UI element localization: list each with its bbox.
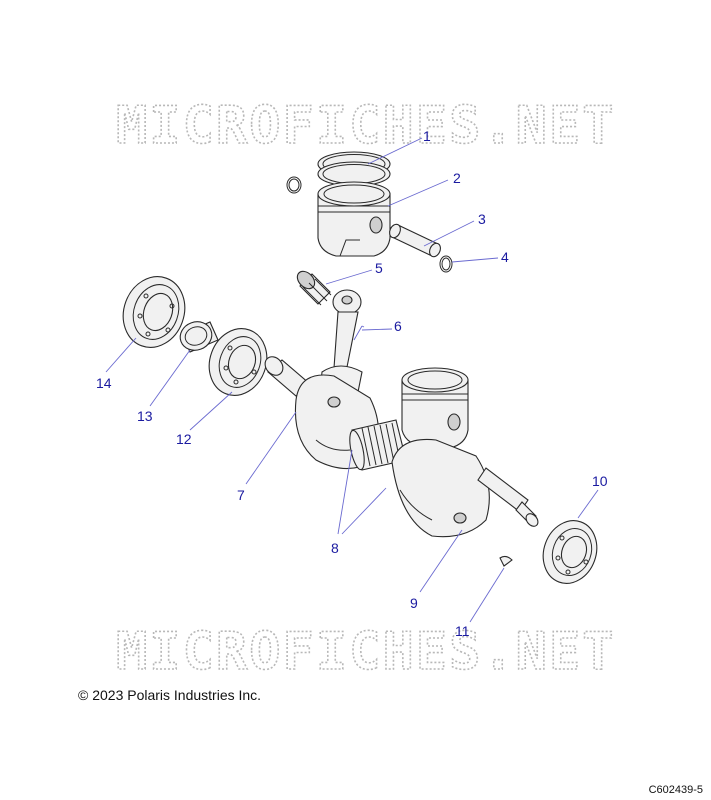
- callout-9: 9: [410, 595, 418, 611]
- callout-2: 2: [453, 170, 461, 186]
- wrist-pin: [389, 223, 441, 258]
- watermark-bottom: MICROFICHES.NET: [116, 622, 616, 682]
- callout-10: 10: [592, 473, 608, 489]
- callout-11: 11: [455, 623, 470, 639]
- woodruff-key: [499, 555, 513, 567]
- callout-5: 5: [375, 260, 383, 276]
- leader-lines: [105, 137, 599, 623]
- watermark-top: MICROFICHES.NET: [116, 96, 616, 156]
- callout-6: 6: [394, 318, 402, 334]
- callout-12: 12: [176, 431, 192, 447]
- crank-web-right: [391, 438, 539, 538]
- callout-14: 14: [96, 375, 112, 391]
- callout-3: 3: [478, 211, 486, 227]
- bearing-inner-left: [208, 328, 268, 396]
- callout-4: 4: [501, 249, 509, 265]
- needle-bearing: [296, 270, 332, 306]
- callout-1: 1: [423, 128, 431, 144]
- piston-assembled: [401, 367, 469, 449]
- callout-13: 13: [137, 408, 153, 424]
- crankshaft: [264, 356, 407, 471]
- callout-labels: 1 2 3 4 5 6 7 8 9 10 11 12 13 14: [96, 128, 608, 639]
- callout-8: 8: [331, 540, 339, 556]
- callout-7: 7: [237, 487, 245, 503]
- piston-rings: [317, 151, 391, 187]
- sleeve-ring: [179, 321, 219, 353]
- copyright-notice: © 2023 Polaris Industries Inc.: [78, 687, 262, 703]
- bearing-right: [542, 520, 598, 584]
- piston: [317, 181, 391, 257]
- piston-clip-left: [286, 176, 302, 194]
- diagram-code: C602439-5: [648, 784, 703, 796]
- bearing-left: [122, 276, 186, 348]
- wrist-pin-clip: [439, 255, 453, 273]
